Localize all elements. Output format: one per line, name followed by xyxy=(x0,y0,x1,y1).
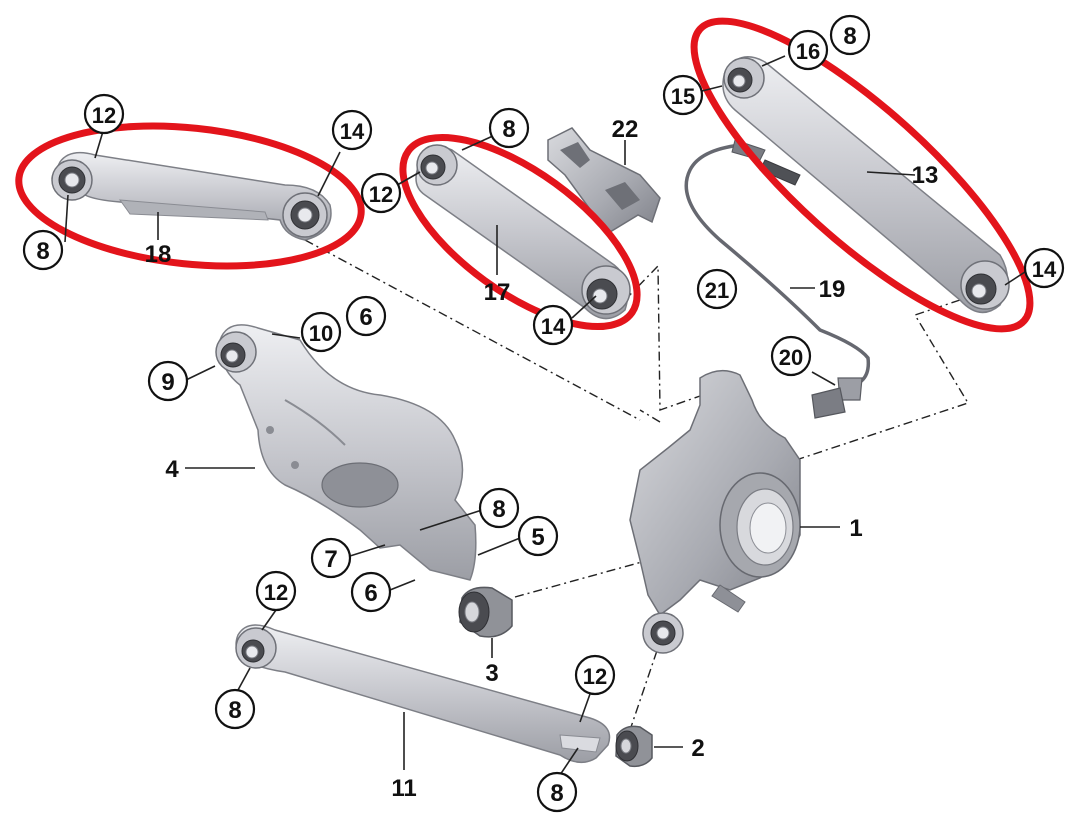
svg-text:5: 5 xyxy=(531,524,544,551)
callout-8-lower-right: 8 xyxy=(536,771,578,813)
svg-text:14: 14 xyxy=(1032,257,1057,282)
part-18-control-arm xyxy=(51,151,332,241)
label-4: 4 xyxy=(165,456,179,483)
callout-5: 5 xyxy=(517,515,559,557)
part-3-bushing xyxy=(458,586,513,638)
svg-text:8: 8 xyxy=(228,697,241,724)
callout-8-left-arm: 8 xyxy=(22,229,64,271)
callout-7: 7 xyxy=(310,537,352,579)
callout-12-middle: 12 xyxy=(360,172,402,214)
svg-text:6: 6 xyxy=(359,304,372,331)
highlight-part-17 xyxy=(399,133,641,331)
svg-text:8: 8 xyxy=(492,496,505,523)
part-22-bracket xyxy=(547,127,661,233)
callout-21: 21 xyxy=(696,268,738,310)
label-17: 17 xyxy=(484,279,511,306)
callout-14-right-arm: 14 xyxy=(1023,247,1065,289)
svg-text:8: 8 xyxy=(36,238,49,265)
highlight-markers xyxy=(15,17,1034,333)
svg-text:12: 12 xyxy=(92,103,116,128)
svg-text:10: 10 xyxy=(309,321,333,346)
highlight-part-18 xyxy=(15,122,365,270)
svg-text:21: 21 xyxy=(705,278,729,303)
callout-12-lower-left: 12 xyxy=(255,570,297,612)
part-11-control-arm xyxy=(235,624,611,764)
part-18-bushing-right xyxy=(282,192,328,238)
callout-9: 9 xyxy=(147,360,189,402)
label-22: 22 xyxy=(612,116,639,143)
part-11-bushing xyxy=(235,627,277,669)
callout-8-trailing-arm: 8 xyxy=(478,487,520,529)
part-1-wheel-carrier xyxy=(629,369,801,654)
svg-text:8: 8 xyxy=(502,116,515,143)
callout-8-right-arm: 8 xyxy=(829,14,871,56)
leader-lines xyxy=(64,55,1029,776)
part-13-bushing-top xyxy=(723,57,765,99)
label-13: 13 xyxy=(912,162,939,189)
part-13-bushing-bottom xyxy=(960,260,1010,310)
label-1: 1 xyxy=(849,515,862,542)
part-4-bushing xyxy=(215,331,257,373)
callout-15: 15 xyxy=(662,74,704,116)
label-2: 2 xyxy=(691,735,704,762)
part-17-bushing-top xyxy=(416,144,458,186)
callout-10: 10 xyxy=(300,311,342,353)
label-19: 19 xyxy=(819,276,846,303)
svg-text:8: 8 xyxy=(843,23,856,50)
part-17-control-arm xyxy=(415,144,631,320)
svg-text:9: 9 xyxy=(161,369,174,396)
svg-text:6: 6 xyxy=(364,580,377,607)
label-18: 18 xyxy=(145,241,172,268)
svg-text:7: 7 xyxy=(324,546,337,573)
svg-text:12: 12 xyxy=(369,182,393,207)
callout-14-left-arm: 14 xyxy=(331,109,373,151)
callout-labels: 8 12 14 12 8 14 15 16 8 14 21 20 10 6 9 … xyxy=(22,14,1065,813)
svg-text:16: 16 xyxy=(796,39,820,64)
callout-20: 20 xyxy=(770,335,812,377)
svg-text:20: 20 xyxy=(779,345,803,370)
callout-12-left-arm: 12 xyxy=(83,93,125,135)
highlight-part-13 xyxy=(690,17,1034,333)
part-4-trailing-arm xyxy=(215,324,477,581)
svg-text:14: 14 xyxy=(340,119,365,144)
callout-12-lower-right: 12 xyxy=(574,654,616,696)
callout-6-top: 6 xyxy=(345,295,387,337)
part-18-bushing-left xyxy=(51,159,93,201)
callout-14-middle: 14 xyxy=(532,304,574,346)
label-11: 11 xyxy=(391,775,416,802)
part-13-control-arm xyxy=(722,56,1010,314)
part-2-bushing xyxy=(615,725,653,768)
callout-8-middle: 8 xyxy=(488,107,530,149)
part-1-bushing xyxy=(642,612,684,654)
svg-text:8: 8 xyxy=(550,780,563,807)
callout-6-bottom: 6 xyxy=(350,571,392,613)
svg-text:14: 14 xyxy=(541,314,566,339)
svg-text:12: 12 xyxy=(264,580,288,605)
svg-text:15: 15 xyxy=(671,84,695,109)
part-20-sensor xyxy=(811,377,863,419)
part-17-bushing-bottom xyxy=(581,265,631,315)
callout-16: 16 xyxy=(787,29,829,71)
callout-8-lower-left: 8 xyxy=(214,688,256,730)
svg-text:12: 12 xyxy=(583,664,607,689)
label-3: 3 xyxy=(485,660,498,687)
